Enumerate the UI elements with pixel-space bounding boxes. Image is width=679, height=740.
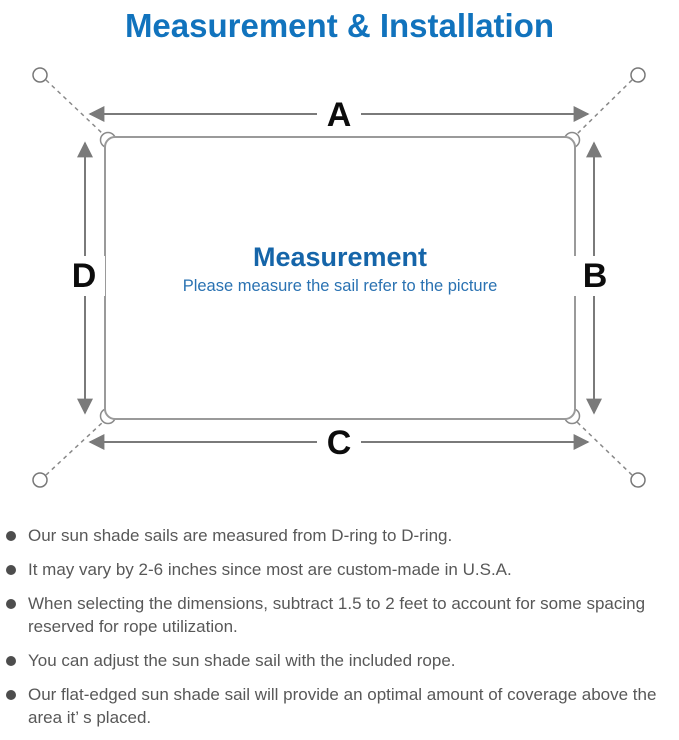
note-text: Our flat-edged sun shade sail will provi… [28,685,657,727]
rope-line-top-right [576,79,633,135]
label-plate-b [574,256,616,296]
rope-line-top-left [45,79,104,135]
dimension-label-c: C [327,424,352,462]
note-text: You can adjust the sun shade sail with t… [28,651,456,670]
diagram-center-title: Measurement [253,242,427,272]
dimension-label-a: A [327,96,352,134]
bullet-icon [6,690,16,700]
anchor-ring-icon-top-right [630,67,646,83]
list-item: It may vary by 2-6 inches since most are… [3,558,671,581]
bullet-icon [6,599,16,609]
bullet-icon [6,531,16,541]
anchor-ring-icon-bottom-left [32,472,48,488]
note-text: When selecting the dimensions, subtract … [28,594,646,636]
dimension-label-b: B [583,257,608,295]
notes-list: Our sun shade sails are measured from D-… [3,524,671,729]
note-text: Our sun shade sails are measured from D-… [28,526,453,545]
diagram-center-subtitle: Please measure the sail refer to the pic… [183,277,498,295]
anchor-ring-icon-top-left [32,67,48,83]
bullet-icon [6,565,16,575]
label-plate-a [317,96,361,132]
label-plate-d [63,256,105,296]
list-item: Our sun shade sails are measured from D-… [3,524,671,547]
note-text: It may vary by 2-6 inches since most are… [28,560,512,579]
list-item: You can adjust the sun shade sail with t… [3,649,671,672]
bullet-icon [6,656,16,666]
list-item: When selecting the dimensions, subtract … [3,592,671,638]
page-title: Measurement & Installation [124,7,555,44]
label-plate-c [317,424,361,460]
rope-line-bottom-left [45,421,104,476]
anchor-ring-icon-bottom-right [630,472,646,488]
list-item: Our flat-edged sun shade sail will provi… [3,683,671,729]
dimension-label-d: D [72,257,97,295]
rope-line-bottom-right [576,421,633,476]
sail-measurement-diagram: A B C D Measurement Please measure the s… [32,67,646,488]
